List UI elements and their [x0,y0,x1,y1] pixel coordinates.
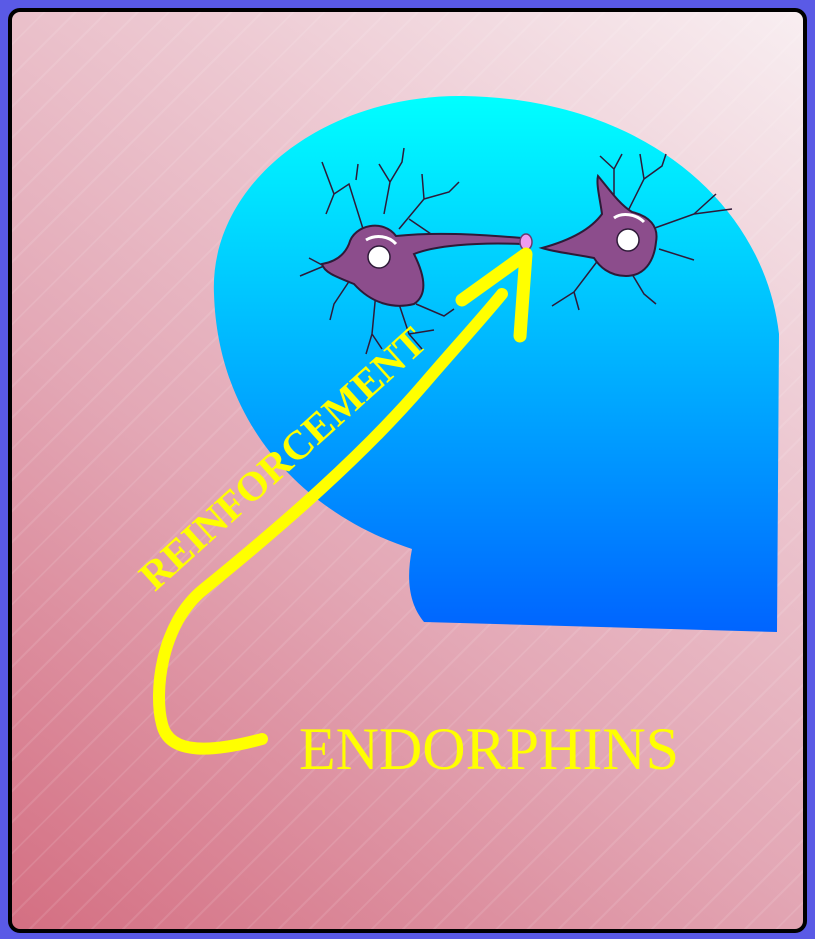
diagram-canvas [12,12,807,933]
head-silhouette-icon [214,96,779,632]
slide-frame: REINFORCEMENT ENDORPHINS [8,8,807,933]
endorphins-label: ENDORPHINS [299,719,679,779]
